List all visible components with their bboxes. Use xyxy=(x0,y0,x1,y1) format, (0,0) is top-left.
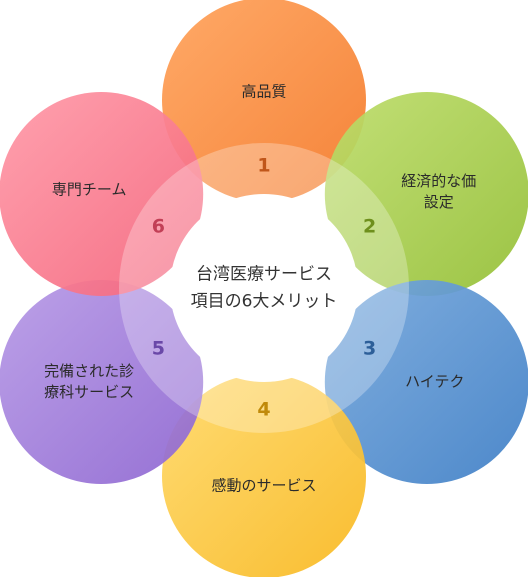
petal-label-complete: 療科サービス xyxy=(44,383,134,401)
petal-label-price: 経済的な価 xyxy=(401,172,476,190)
petal-number-quality: 1 xyxy=(257,155,270,177)
petal-complete xyxy=(0,280,204,484)
petal-number-price: 2 xyxy=(363,216,376,238)
petal-label-price: 設定 xyxy=(424,193,454,211)
petal-number-service: 4 xyxy=(257,399,270,421)
petal-label-service: 感動のサービス xyxy=(211,477,316,495)
petal-service xyxy=(162,374,366,577)
petal-hightech xyxy=(324,280,528,484)
center-ring-layer xyxy=(119,143,409,433)
petal-label-complete: 完備された診 xyxy=(44,362,134,380)
petal-label-quality: 高品質 xyxy=(241,83,286,101)
petal-quality xyxy=(162,0,366,202)
petal-team xyxy=(0,92,204,296)
petal-number-complete: 5 xyxy=(152,338,165,360)
petal-label-hightech: ハイテク xyxy=(405,373,464,391)
petal-number-team: 6 xyxy=(152,216,165,238)
petal-price xyxy=(324,92,528,296)
center-title-line: 台湾医療サービス xyxy=(196,265,332,285)
petal-number-hightech: 3 xyxy=(363,338,376,360)
center-title-line: 項目の6大メリット xyxy=(191,292,338,312)
center-circle xyxy=(170,194,358,382)
petal-label-team: 専門チーム xyxy=(52,181,127,199)
